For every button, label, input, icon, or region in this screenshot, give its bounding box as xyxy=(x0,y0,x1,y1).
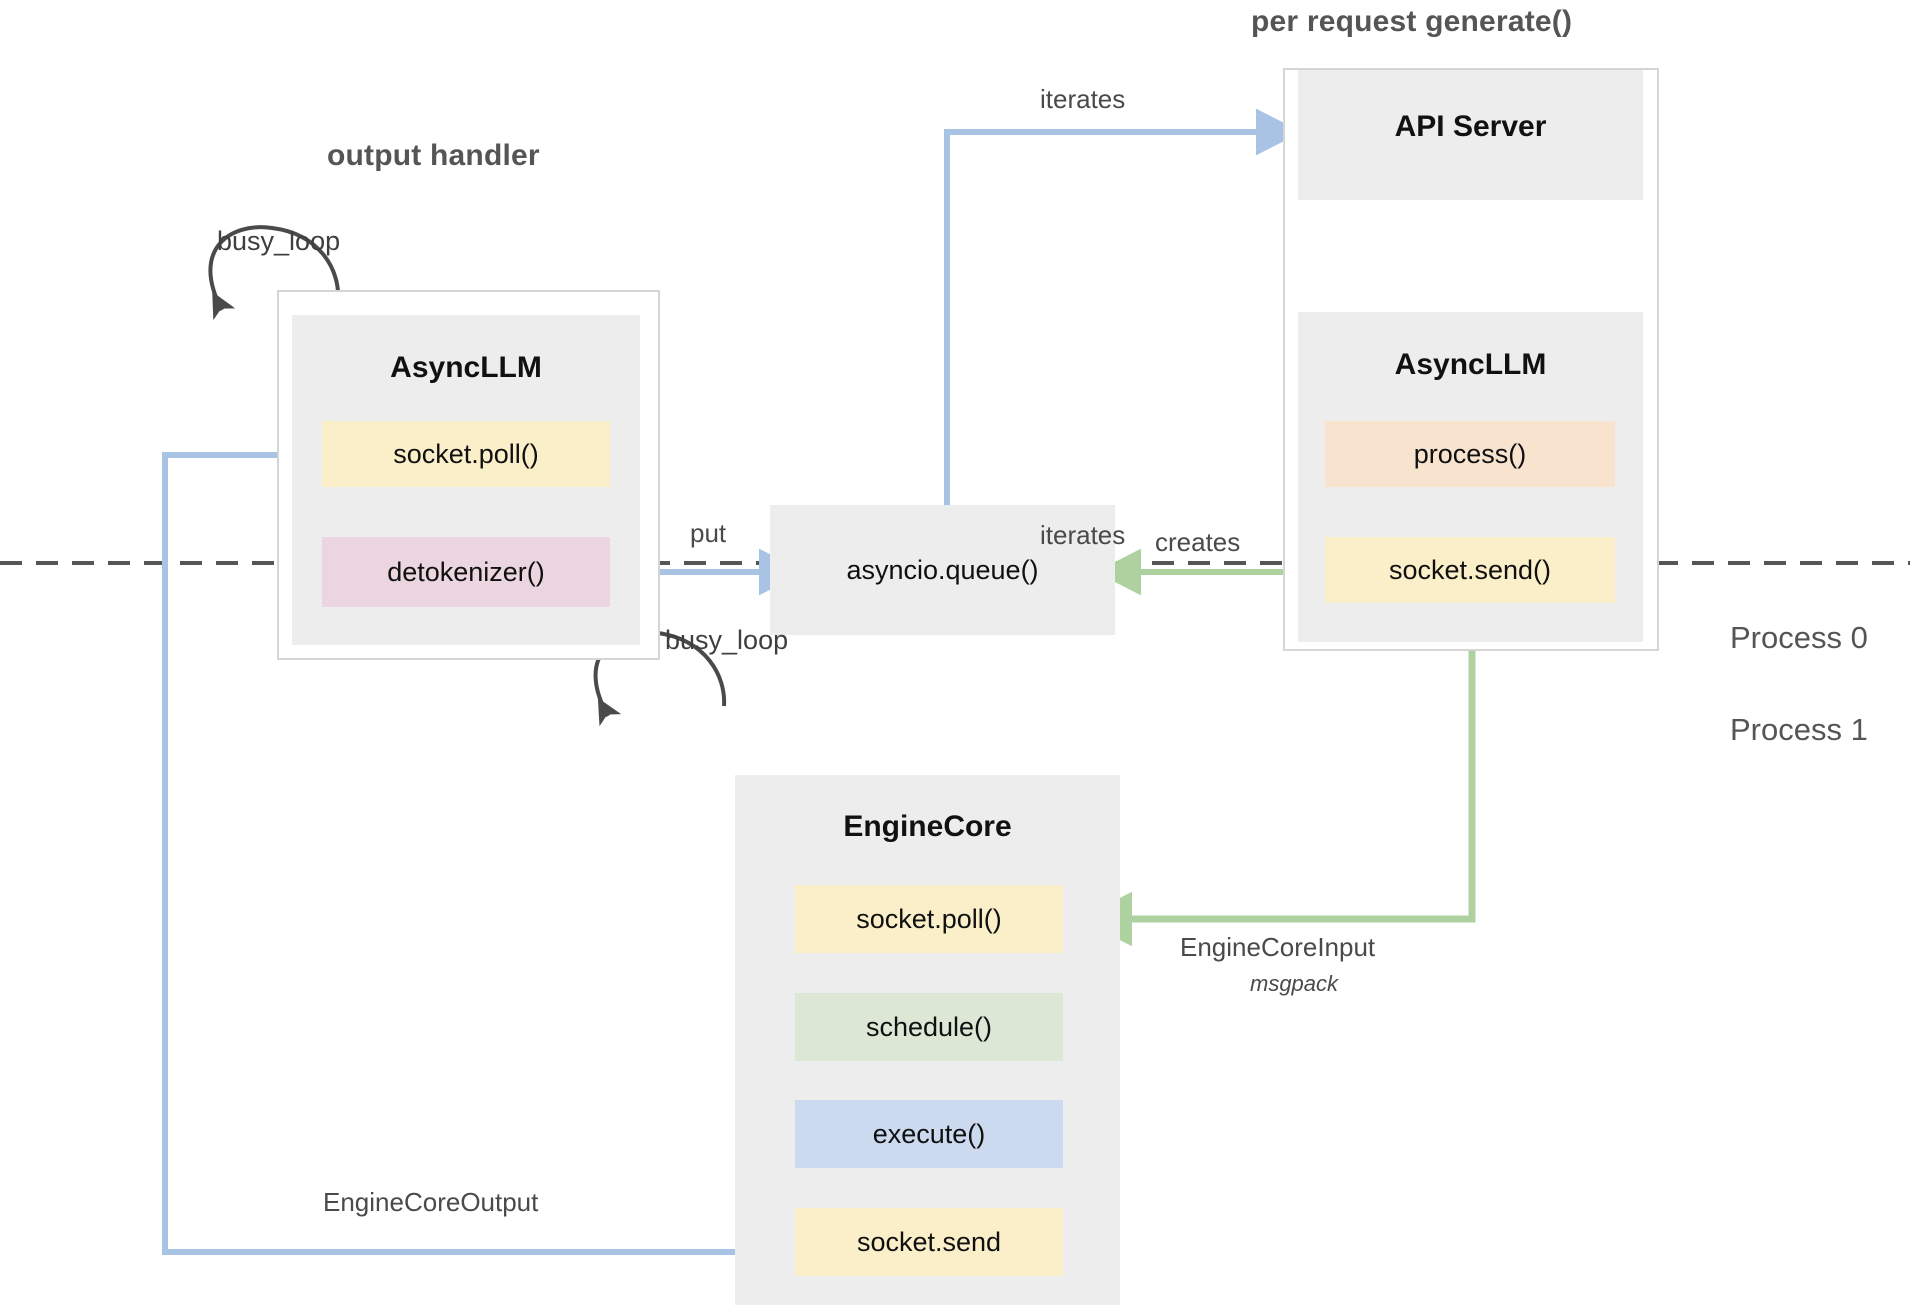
group-title-output-handler: output handler xyxy=(327,139,540,172)
engine-core-item-socket-send[interactable]: socket.send xyxy=(795,1208,1063,1276)
process-label-top: Process 0 xyxy=(1730,620,1868,655)
engine-core-output-label: EngineCoreOutput xyxy=(323,1187,539,1217)
api-server-box: API Server xyxy=(1298,70,1643,200)
engine-core-item-socket-poll[interactable]: socket.poll() xyxy=(795,885,1063,953)
busy-loop-label-left: busy_loop xyxy=(217,226,341,256)
group-title-per-request: per request generate() xyxy=(1251,5,1573,38)
iterates-label-top: iterates xyxy=(1040,84,1126,114)
creates-label: creates xyxy=(1155,527,1241,557)
engine-core-input-label: EngineCoreInput xyxy=(1180,932,1376,962)
iterates-label: iterates xyxy=(1040,520,1126,550)
put-label: put xyxy=(690,518,727,548)
async-llm-left-item-detokenizer[interactable]: detokenizer() xyxy=(322,537,610,607)
busy-loop-label-engine: busy_loop xyxy=(665,625,789,655)
api-server-title: API Server xyxy=(1394,110,1547,143)
process-label-bottom: Process 1 xyxy=(1730,712,1868,747)
iterates-arrow xyxy=(944,108,1302,510)
async-llm-right-item-process[interactable]: process() xyxy=(1325,421,1615,487)
engine-core-item-schedule[interactable]: schedule() xyxy=(795,993,1063,1061)
async-llm-left-title: AsyncLLM xyxy=(390,351,542,384)
engine-core-item-execute[interactable]: execute() xyxy=(795,1100,1063,1168)
engine-core-title: EngineCore xyxy=(843,810,1012,843)
asyncio-queue-box[interactable]: asyncio.queue() xyxy=(770,505,1115,635)
async-llm-left-item-socket-poll[interactable]: socket.poll() xyxy=(322,421,610,487)
async-llm-right-title: AsyncLLM xyxy=(1394,348,1547,381)
engine-core-input-sublabel: msgpack xyxy=(1250,971,1339,996)
async-llm-right-item-socket-send[interactable]: socket.send() xyxy=(1325,537,1615,603)
